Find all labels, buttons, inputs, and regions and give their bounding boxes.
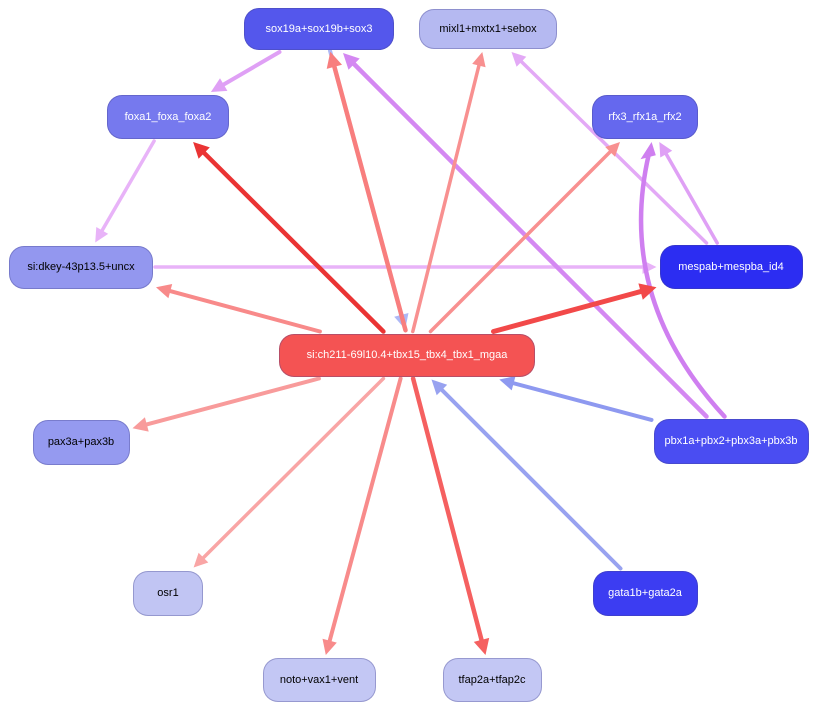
edge-tbx-noto (326, 376, 403, 646)
arrowhead-sox-foxa (210, 78, 228, 92)
arrowhead-tbx-foxa (193, 142, 210, 159)
arrowhead-tbx-dkey (156, 284, 173, 299)
arrowhead-pbx-sox (343, 53, 360, 70)
node-pbx[interactable]: pbx1a+pbx2+pbx3a+pbx3b (653, 418, 809, 464)
node-noto[interactable]: noto+vax1+vent (262, 658, 376, 702)
arrowhead-tbx-pax (132, 417, 149, 432)
edge-tbx-pax (141, 376, 321, 428)
node-mespab[interactable]: mespab+mespba_id4 (659, 245, 803, 289)
edge-foxa-dkey (99, 139, 156, 235)
node-sox[interactable]: sox19a+sox19b+sox3 (244, 8, 394, 50)
node-mixl[interactable]: mixl1+mxtx1+sebox (419, 9, 557, 49)
edge-sox-foxa (219, 50, 282, 88)
edge-tbx-sox (331, 61, 408, 333)
edge-tbx-tfap (410, 376, 485, 646)
arrowhead-pbx-tbx (499, 376, 516, 391)
node-pax[interactable]: pax3a+pax3b (32, 419, 130, 465)
edge-tbx-mespab (491, 288, 647, 334)
node-tbx[interactable]: si:ch211-69l10.4+tbx15_tbx4_tbx1_mgaa (279, 333, 535, 377)
edge-mespab-rfx (663, 149, 719, 245)
arrowhead-tbx-mespab (638, 283, 657, 300)
arrowhead-tbx-osr (193, 552, 209, 568)
node-foxa[interactable]: foxa1_foxa_foxa2 (107, 95, 229, 139)
arrowhead-mespab-mixl (511, 52, 527, 67)
node-osr[interactable]: osr1 (133, 570, 203, 616)
arrowhead-mespab-rfx (659, 142, 673, 158)
arrowhead-tbx-rfx (605, 142, 620, 157)
edge-tbx-osr (199, 376, 386, 562)
arrowhead-gata-tbx (431, 379, 448, 396)
edge-tbx-rfx (428, 148, 614, 334)
node-gata[interactable]: gata1b+gata2a (592, 570, 698, 616)
node-rfx[interactable]: rfx3_rfx1a_rfx2 (592, 95, 698, 139)
node-dkey[interactable]: si:dkey-43p13.5+uncx (9, 245, 153, 289)
edge-tbx-foxa (199, 148, 386, 334)
edge-gata-tbx (437, 385, 623, 571)
arrowhead-pbx-rfx (640, 142, 656, 160)
arrowhead-tbx-sox (326, 51, 342, 69)
edge-tbx-dkey (165, 288, 322, 334)
edge-pbx-tbx (508, 380, 654, 422)
arrowhead-tbx-tfap (473, 637, 490, 655)
arrowhead-foxa-dkey (95, 227, 109, 243)
arrowhead-tbx-noto (322, 638, 337, 655)
node-tfap[interactable]: tfap2a+tfap2c (442, 658, 542, 702)
edge-pbx-sox (349, 59, 709, 419)
arrowhead-tbx-mixl (472, 52, 486, 68)
edge-tbx-mixl (411, 61, 482, 334)
